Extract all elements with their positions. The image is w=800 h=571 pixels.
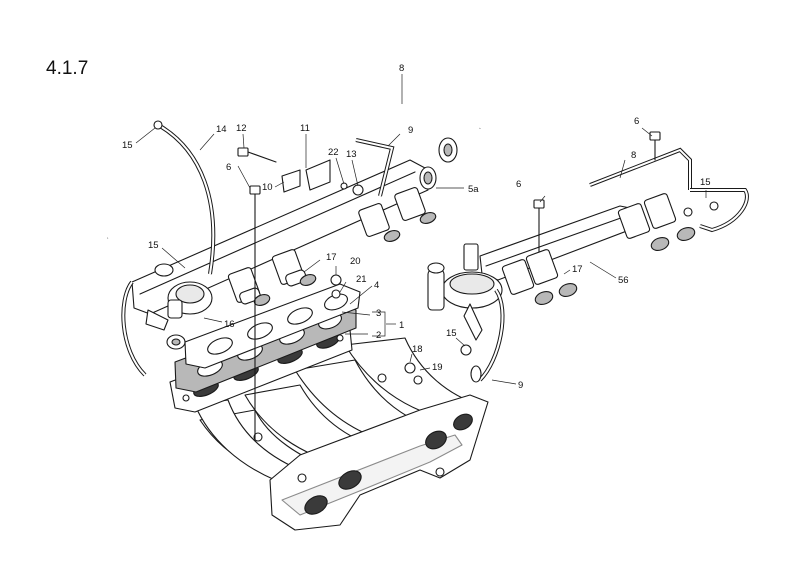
callout-8-right: 8 xyxy=(631,150,636,161)
injector-left-4 xyxy=(394,187,437,224)
callout-labels: 8 15 14 12 11 9 22 13 6 10 5a 15 17 20 2… xyxy=(122,63,711,391)
callout-18: 18 xyxy=(412,344,423,355)
callout-9-top: 9 xyxy=(408,125,413,136)
callout-15-center: 15 xyxy=(446,328,457,339)
fuel-line-upper xyxy=(107,100,486,240)
injector-right-4 xyxy=(643,193,696,241)
callout-1: 1 xyxy=(399,320,404,331)
vacuum-hose-left xyxy=(153,120,216,275)
callout-12: 12 xyxy=(236,123,247,134)
callout-13: 13 xyxy=(346,149,357,160)
leader-lines xyxy=(135,74,707,385)
callout-6-mid-right: 6 xyxy=(516,179,521,190)
callout-21: 21 xyxy=(356,274,367,285)
fuel-hose-right-loop xyxy=(683,188,749,233)
fuel-rail-left xyxy=(131,159,437,331)
callout-3: 3 xyxy=(376,308,381,319)
callout-19: 19 xyxy=(432,362,443,373)
callout-56: 56 xyxy=(618,275,629,286)
injector-right-1 xyxy=(501,259,554,305)
callout-20: 20 xyxy=(350,256,361,267)
callout-15-mid-left: 15 xyxy=(148,240,159,251)
section-number: 4.1.7 xyxy=(46,58,89,79)
fuel-pressure-regulator xyxy=(167,281,213,319)
fuel-hose-9-lower xyxy=(470,288,505,383)
injector-left-1 xyxy=(227,267,271,306)
callout-5a: 5a xyxy=(468,184,479,195)
injector-left-3 xyxy=(358,203,401,242)
callout-10: 10 xyxy=(262,182,273,193)
callout-11: 11 xyxy=(300,123,310,134)
injector-right-2 xyxy=(525,249,578,297)
intake-manifold xyxy=(169,321,489,531)
callout-2: 2 xyxy=(376,330,381,341)
injector-right-3 xyxy=(617,203,670,251)
callout-6-left: 6 xyxy=(226,162,231,173)
callout-9-bottom: 9 xyxy=(518,380,523,391)
callout-16: 16 xyxy=(224,319,235,330)
return-hose-left xyxy=(121,280,147,377)
callout-14: 14 xyxy=(216,124,227,135)
idle-control-valve xyxy=(427,243,503,341)
callout-15-top-left: 15 xyxy=(122,140,133,151)
callout-8-top: 8 xyxy=(399,63,404,74)
injector-left-2 xyxy=(271,249,317,287)
callout-15-right: 15 xyxy=(700,177,711,188)
rail-end-fittings-left xyxy=(154,263,186,350)
callout-17-left: 17 xyxy=(326,252,337,263)
callout-6-top-right: 6 xyxy=(634,116,639,127)
fuel-hose-9-upper xyxy=(355,138,395,197)
callout-17-right: 17 xyxy=(572,264,583,275)
hardware-bolts xyxy=(237,131,661,441)
callout-4: 4 xyxy=(374,280,379,291)
callout-22: 22 xyxy=(328,147,339,158)
